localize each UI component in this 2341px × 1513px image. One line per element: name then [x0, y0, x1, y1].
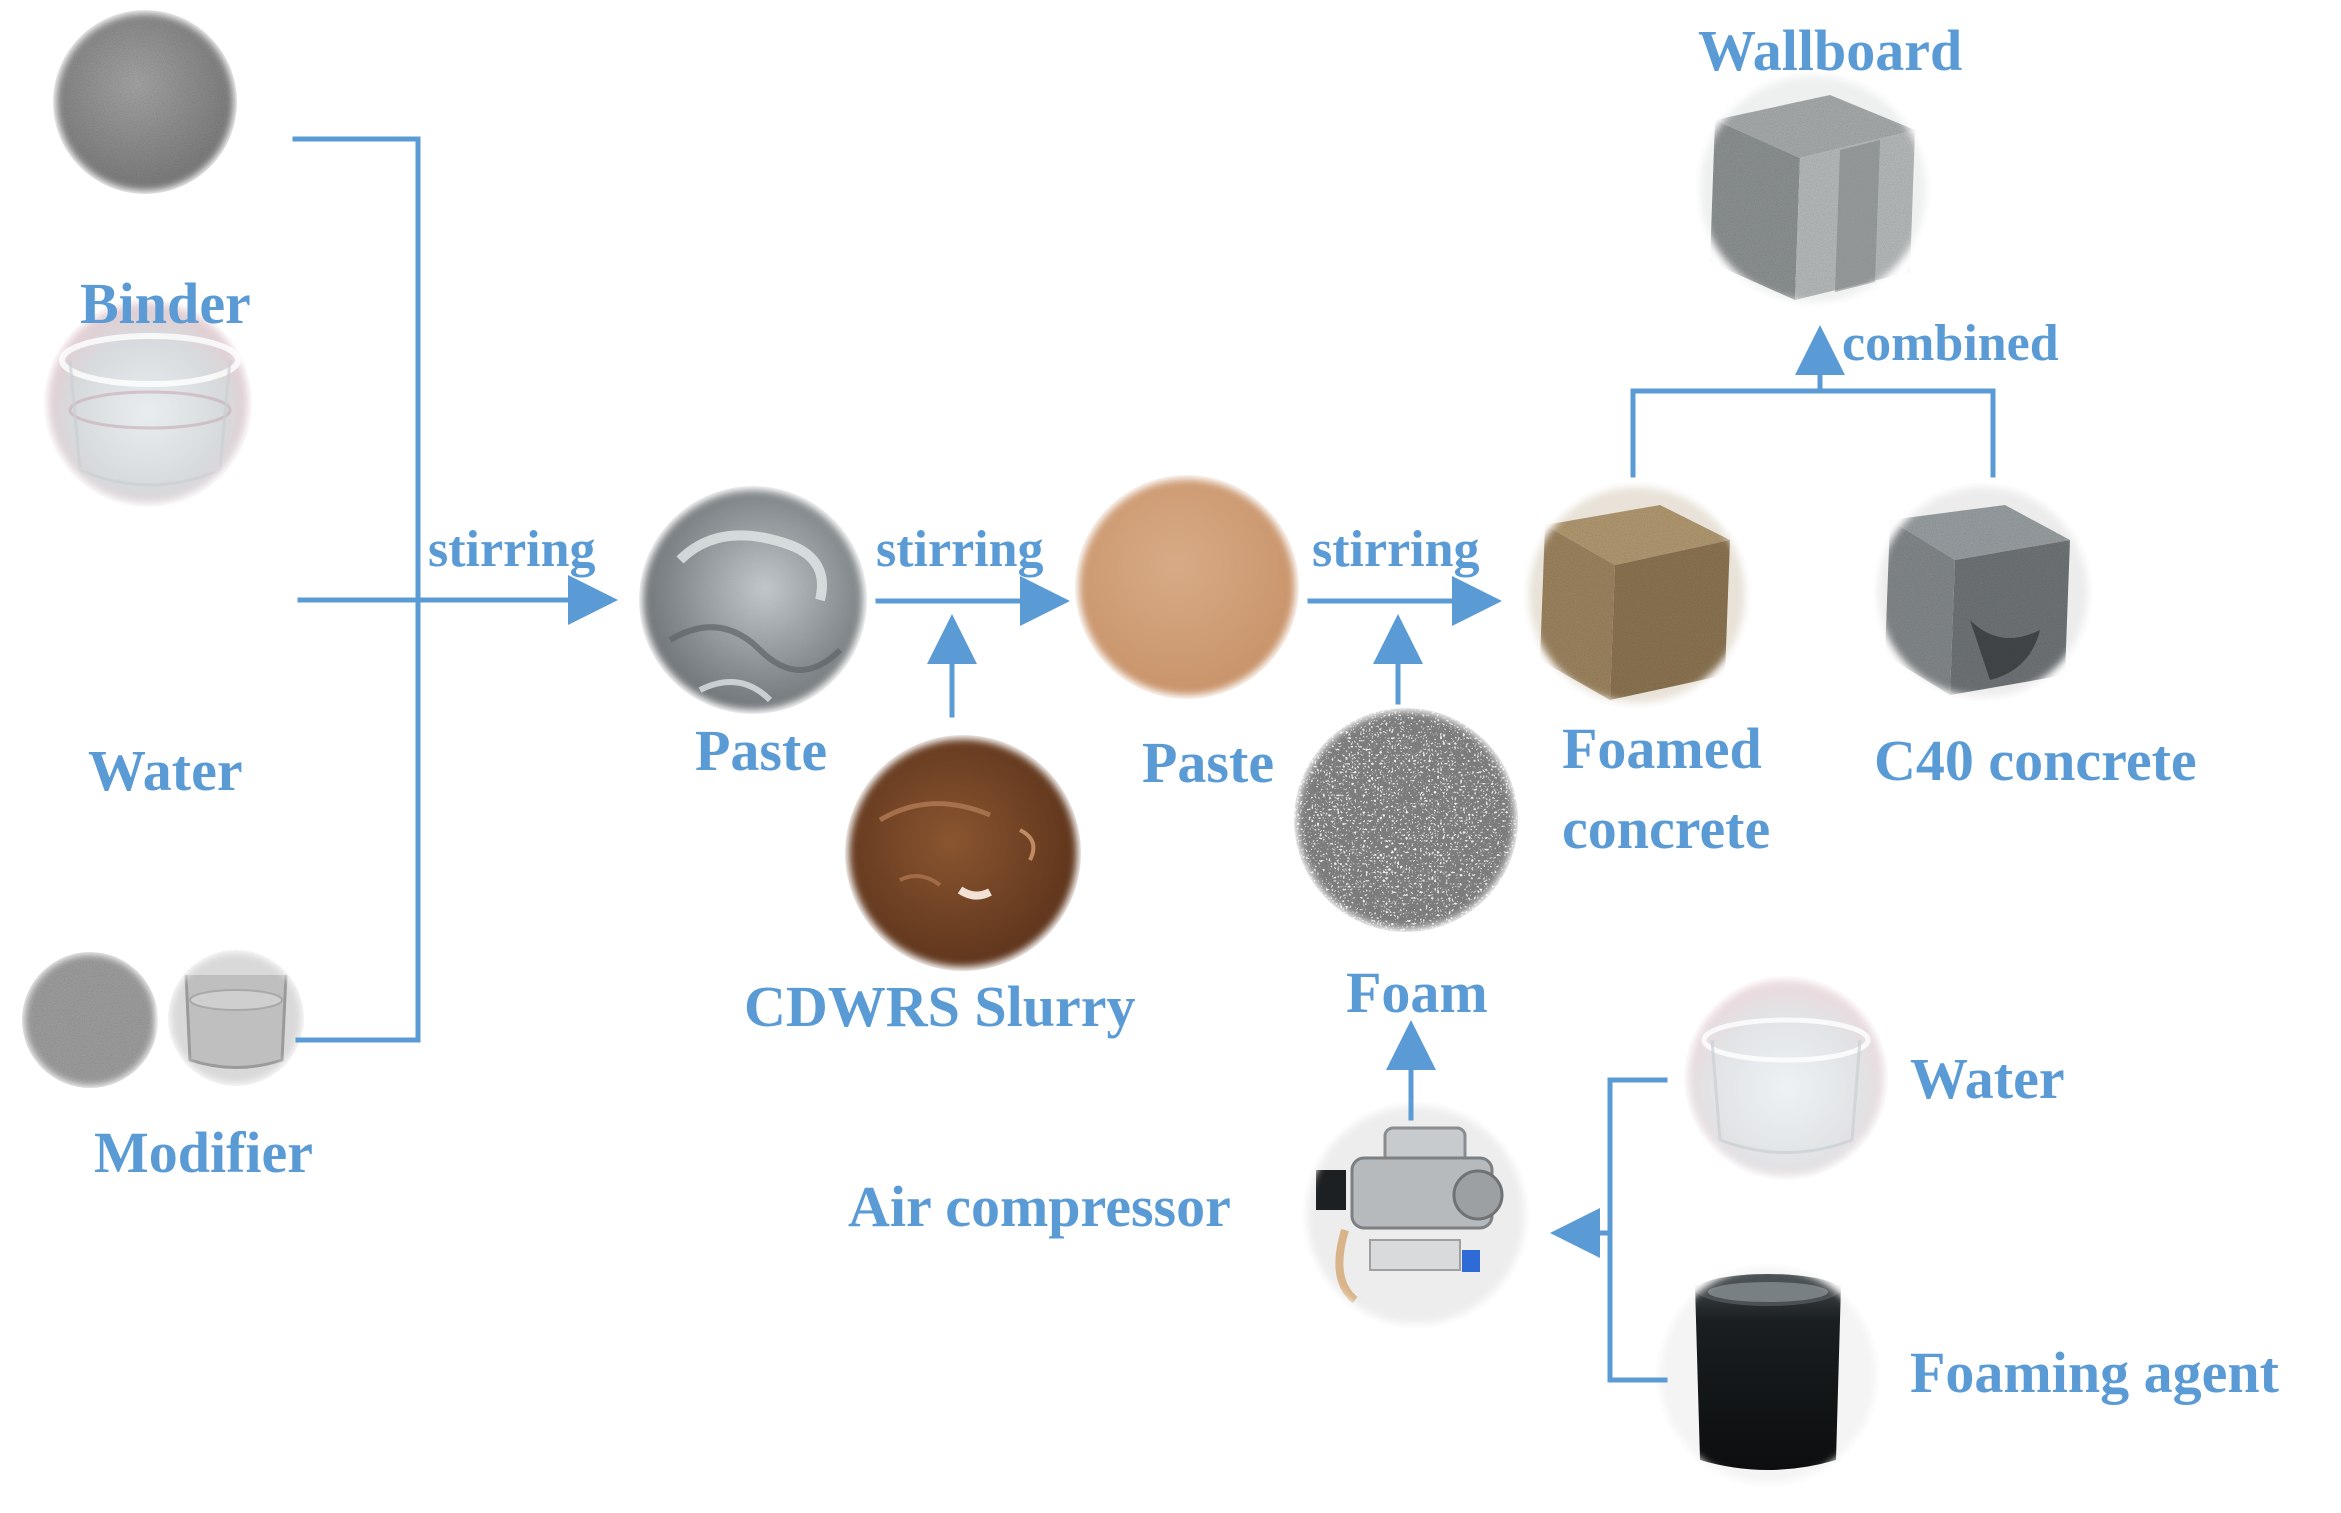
modifier-powder-image [12, 942, 168, 1098]
water-input-image [32, 287, 264, 519]
combined-bracket [1630, 388, 1996, 478]
water-foam-image [1672, 964, 1900, 1192]
foaming-agent-image [1644, 1251, 1892, 1499]
wallboard-label: Wallboard [1698, 18, 1962, 83]
paste-2-label: Paste [1142, 730, 1274, 795]
combined-label: combined [1842, 315, 2059, 372]
labels: Binder Water Modifier stirring Paste sti… [80, 18, 2280, 1405]
air-compressor-label: Air compressor [848, 1174, 1231, 1239]
water-foam-label: Water [1910, 1046, 2065, 1111]
binder-image [42, 0, 248, 205]
stirring-1-label: stirring [428, 521, 596, 578]
air-compressor-image [1289, 1088, 1543, 1342]
wallboard-image [1682, 58, 1944, 320]
foamed-concrete-image [1509, 467, 1765, 723]
foamed-concrete-label-line2: concrete [1562, 796, 1770, 861]
modifier-beaker-image [158, 940, 314, 1096]
cdwrs-slurry-label: CDWRS Slurry [744, 974, 1136, 1039]
foaming-agent-label: Foaming agent [1910, 1340, 2280, 1405]
foam-inputs-bracket [1607, 1077, 1668, 1383]
stirring-3-label: stirring [1312, 521, 1480, 578]
paste-1-label: Paste [695, 718, 827, 783]
connectors [292, 136, 1996, 1383]
stirring-2-label: stirring [876, 521, 1044, 578]
paste-1-image [627, 474, 879, 726]
binder-connector [292, 136, 421, 1043]
foam-label: Foam [1346, 960, 1488, 1025]
c40-concrete-label: C40 concrete [1874, 728, 2197, 793]
binder-label: Binder [80, 271, 251, 336]
foamed-concrete-label-line1: Foamed [1562, 716, 1762, 781]
foam-image [1279, 693, 1533, 947]
c40-concrete-image [1860, 469, 2106, 715]
paste-2-image [1063, 463, 1311, 711]
cdwrs-slurry-image [833, 723, 1093, 983]
modifier-label: Modifier [94, 1120, 313, 1185]
water-input-label: Water [88, 738, 243, 803]
